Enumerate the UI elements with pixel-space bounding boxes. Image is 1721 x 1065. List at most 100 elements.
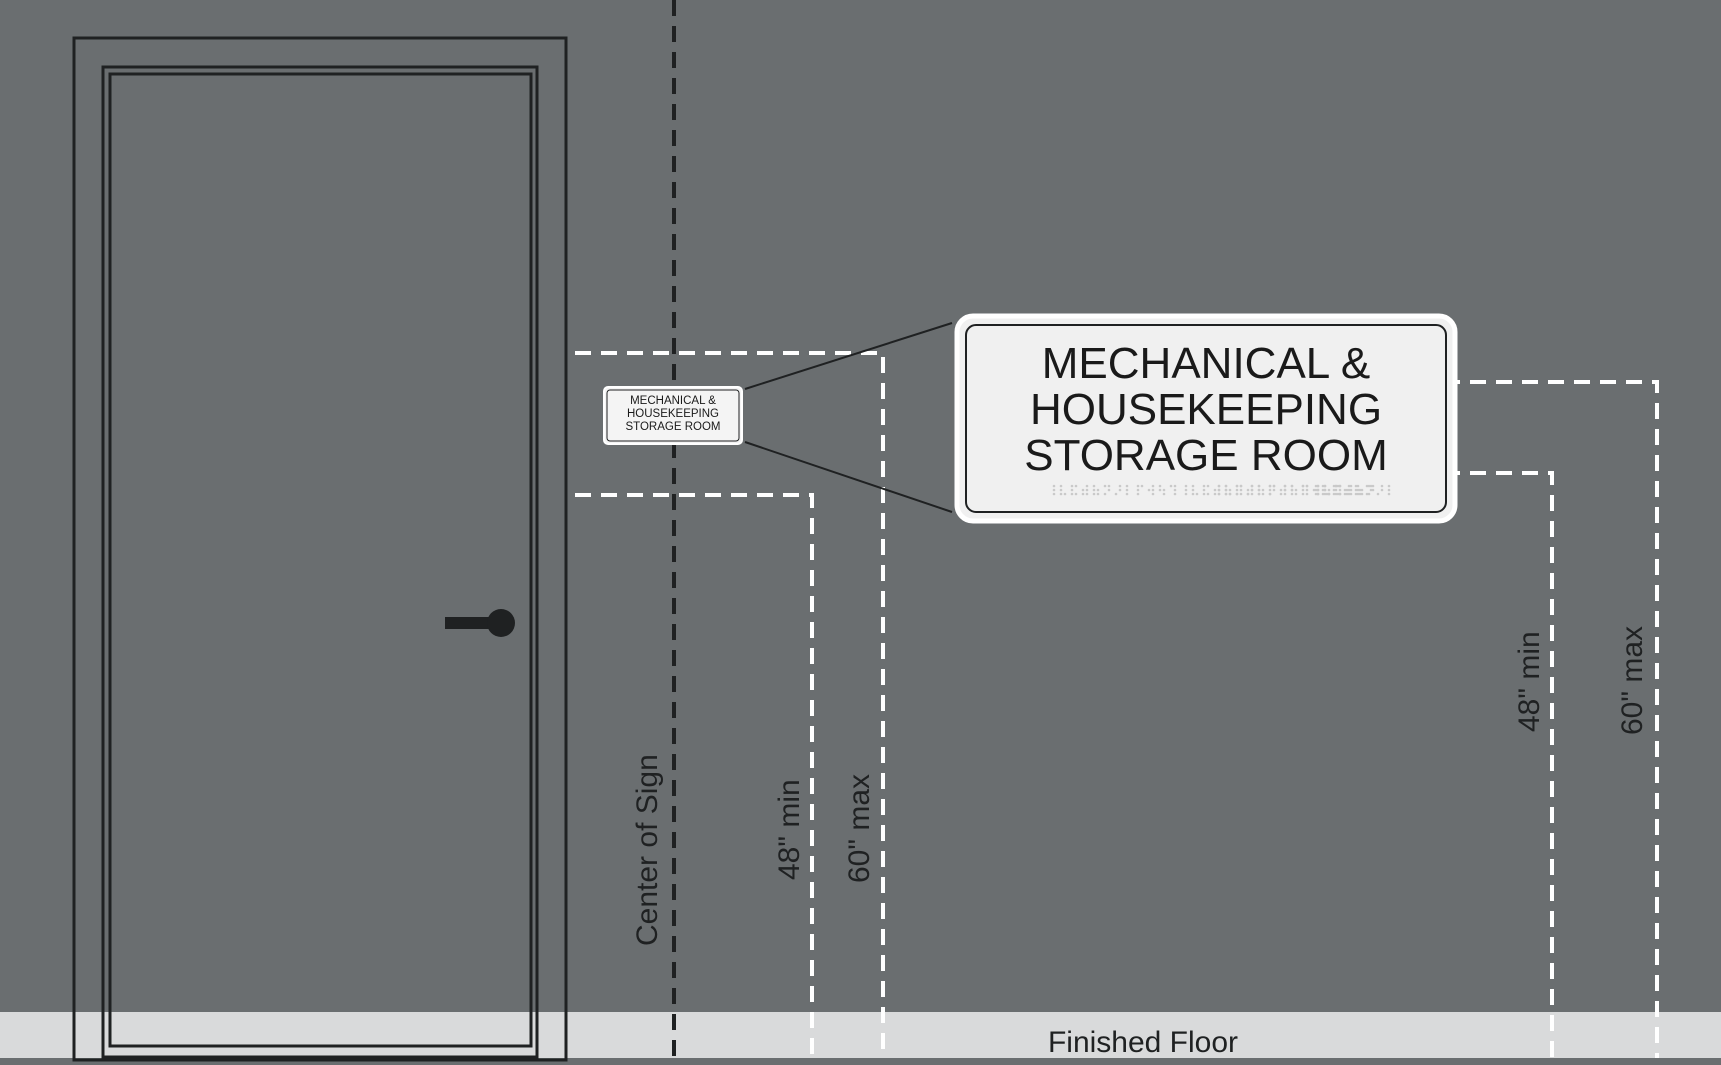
braille-dot bbox=[1347, 492, 1351, 496]
braille-dot bbox=[1059, 492, 1063, 496]
braille-dot bbox=[1224, 492, 1228, 496]
braille-dot bbox=[1283, 484, 1287, 488]
door-leaf bbox=[108, 72, 533, 1048]
braille-dot bbox=[1294, 492, 1298, 496]
braille-dot bbox=[1387, 492, 1391, 496]
callout-line-top bbox=[744, 322, 953, 390]
door-frame-inner bbox=[101, 65, 539, 1059]
braille-dot bbox=[1345, 492, 1349, 496]
braille-dot bbox=[1367, 484, 1371, 488]
braille-dot bbox=[1268, 492, 1272, 496]
braille-dot bbox=[1279, 488, 1283, 492]
braille-dot bbox=[1103, 484, 1107, 488]
braille-dot bbox=[1356, 484, 1360, 488]
braille-dot bbox=[1336, 484, 1340, 488]
sign-large-line-3: STORAGE ROOM bbox=[1024, 431, 1387, 480]
braille-dot bbox=[1365, 492, 1369, 496]
braille-dot bbox=[1354, 492, 1358, 496]
braille-dot bbox=[1387, 484, 1391, 488]
braille-dot bbox=[1360, 488, 1364, 492]
braille-dot bbox=[1290, 488, 1294, 492]
left-60-max-label: 60" max bbox=[843, 774, 876, 883]
braille-dot bbox=[1283, 492, 1287, 496]
braille-dot bbox=[1305, 492, 1309, 496]
sign-large-line-1: MECHANICAL & bbox=[1042, 339, 1370, 388]
braille-dot bbox=[1228, 488, 1232, 492]
braille-dot bbox=[1257, 492, 1261, 496]
braille-dot bbox=[1272, 488, 1276, 492]
braille-dot bbox=[1332, 484, 1336, 488]
sign-large-line-2: HOUSEKEEPING bbox=[1030, 385, 1382, 434]
braille-dot bbox=[1387, 488, 1391, 492]
braille-dot bbox=[1162, 492, 1166, 496]
door bbox=[72, 36, 568, 1062]
braille-dot bbox=[1096, 488, 1100, 492]
sign-small: MECHANICAL & HOUSEKEEPING STORAGE ROOM bbox=[603, 386, 743, 445]
braille-dot bbox=[1191, 488, 1195, 492]
braille-dot bbox=[1250, 492, 1254, 496]
braille-dot bbox=[1316, 492, 1320, 496]
braille-dot bbox=[1314, 484, 1318, 488]
right-48-min-label: 48" min bbox=[1513, 631, 1546, 732]
left-48-min-dimension-line bbox=[575, 493, 814, 1058]
braille-dot bbox=[1235, 492, 1239, 496]
braille-dot bbox=[1239, 492, 1243, 496]
right-48-min-dimension-line bbox=[1340, 471, 1554, 1058]
braille-dot bbox=[1059, 484, 1063, 488]
braille-dot bbox=[1343, 488, 1347, 492]
braille-dot bbox=[1343, 492, 1347, 496]
braille-dot bbox=[1321, 488, 1325, 492]
floor-base-line bbox=[0, 1058, 1721, 1065]
braille-dot bbox=[1125, 488, 1129, 492]
braille-dot bbox=[1338, 492, 1342, 496]
braille-dot bbox=[1125, 484, 1129, 488]
braille-dot bbox=[1246, 492, 1250, 496]
braille-dot bbox=[1294, 488, 1298, 492]
braille-dot bbox=[1147, 488, 1151, 492]
braille-dot bbox=[1369, 488, 1373, 492]
braille-dot bbox=[1349, 488, 1353, 492]
braille-dot bbox=[1118, 488, 1122, 492]
braille-dot bbox=[1140, 484, 1144, 488]
braille-dot bbox=[1246, 488, 1250, 492]
door-frame-outer bbox=[72, 36, 568, 1062]
door-lever-handle-icon bbox=[445, 609, 515, 637]
braille-dot bbox=[1206, 492, 1210, 496]
braille-dot bbox=[1173, 484, 1177, 488]
braille-dot bbox=[1070, 484, 1074, 488]
braille-dot bbox=[1371, 484, 1375, 488]
braille-dot bbox=[1217, 488, 1221, 492]
braille-dot bbox=[1085, 492, 1089, 496]
braille-dot bbox=[1136, 492, 1140, 496]
braille-dot bbox=[1184, 492, 1188, 496]
braille-dot bbox=[1125, 492, 1129, 496]
braille-dot bbox=[1371, 488, 1375, 492]
finished-floor-label: Finished Floor bbox=[1048, 1026, 1238, 1059]
finished-floor-strip bbox=[0, 1012, 1721, 1058]
braille-dot bbox=[1356, 492, 1360, 496]
sign-large: MECHANICAL & HOUSEKEEPING STORAGE ROOM bbox=[954, 313, 1458, 524]
left-48-min-label: 48" min bbox=[773, 779, 806, 880]
braille-dot bbox=[1321, 484, 1325, 488]
braille-dot bbox=[1250, 488, 1254, 492]
braille-dot bbox=[1085, 488, 1089, 492]
braille-dot bbox=[1151, 488, 1155, 492]
sign-small-line-1: MECHANICAL & bbox=[630, 395, 716, 407]
braille-dot bbox=[1358, 492, 1362, 496]
braille-dot bbox=[1305, 488, 1309, 492]
braille-dot bbox=[1081, 488, 1085, 492]
braille-dot bbox=[1360, 492, 1364, 496]
braille-dot bbox=[1323, 488, 1327, 492]
braille-dot bbox=[1336, 492, 1340, 496]
braille-dot bbox=[1347, 488, 1351, 492]
braille-dot bbox=[1224, 484, 1228, 488]
braille-dot bbox=[1332, 488, 1336, 492]
braille-dot bbox=[1081, 492, 1085, 496]
braille-dot bbox=[1070, 492, 1074, 496]
braille-dot bbox=[1151, 484, 1155, 488]
braille-dot bbox=[1092, 492, 1096, 496]
braille-dot bbox=[1380, 484, 1384, 488]
braille-dot bbox=[1354, 484, 1358, 488]
braille-dot bbox=[1347, 484, 1351, 488]
